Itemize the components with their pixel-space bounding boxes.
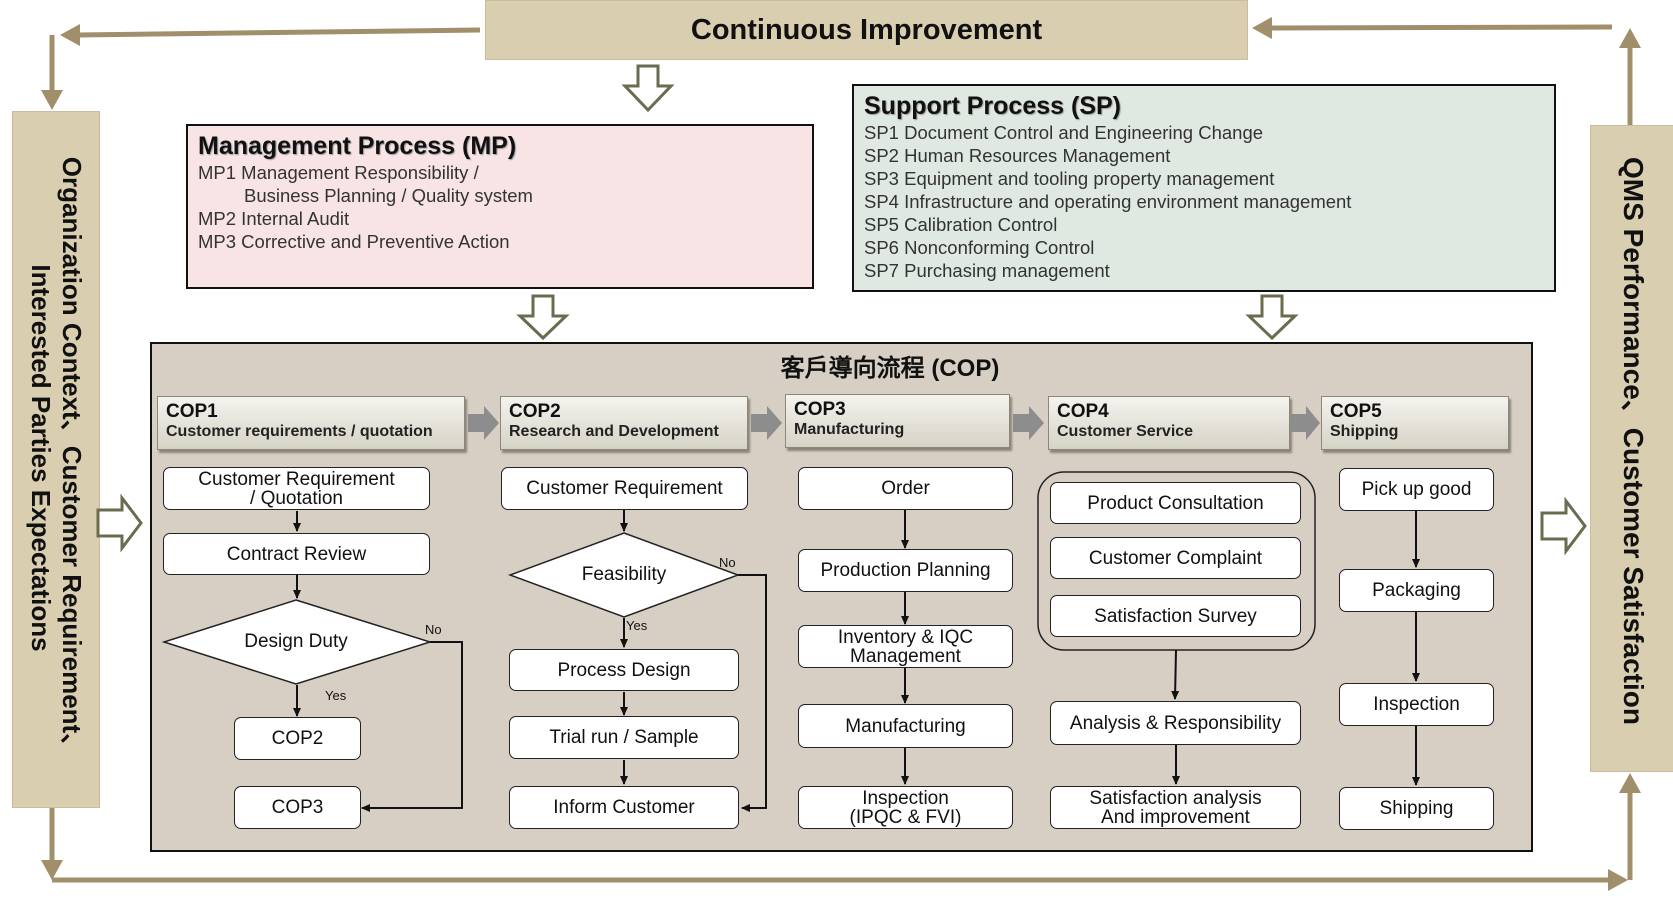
sp-item: SP4 Infrastructure and operating environ… [864, 191, 1352, 212]
stage-code: COP4 [1057, 401, 1109, 422]
sp-item: SP1 Document Control and Engineering Cha… [864, 122, 1264, 143]
pick-up-label: Pick up good [1361, 479, 1472, 500]
req-quotation-line1: Customer Requirement [198, 468, 395, 490]
cop2-box: COP2 [234, 717, 361, 760]
hollow-arrows [96, 64, 1587, 556]
management-process-box: Management Process (MP) MP1 Management R… [186, 124, 814, 289]
inform-customer-label: Inform Customer [553, 797, 695, 818]
inspection-box: Inspection [1339, 683, 1494, 726]
product-consultation-box: Product Consultation [1050, 482, 1301, 524]
shipping-label: Shipping [1379, 798, 1454, 819]
cop3-label: COP3 [271, 797, 324, 818]
inspection-ipqc-box: Inspection (IPQC & FVI) [798, 786, 1013, 829]
sp-title: Support Process (SP) [864, 92, 1121, 120]
sp-item: SP5 Calibration Control [864, 214, 1058, 235]
stage-header-cop1: COP1 Customer requirements / quotation [157, 396, 465, 450]
design-duty-no-label: No [425, 622, 442, 637]
mp-item: Business Planning / Quality system [244, 185, 533, 206]
stage-header-cop5: COP5 Shipping [1321, 396, 1509, 450]
feasibility-label: Feasibility [581, 564, 667, 585]
feasibility-no-label: No [719, 555, 736, 570]
process-design-label: Process Design [557, 659, 691, 681]
process-design-box: Process Design [509, 649, 739, 691]
satisfaction-survey-box: Satisfaction Survey [1050, 595, 1301, 637]
customer-complaint-label: Customer Complaint [1088, 547, 1263, 569]
cop2-label: COP2 [271, 728, 324, 749]
feasibility-yes-label: Yes [626, 618, 648, 633]
sat-line1: Satisfaction analysis [1089, 787, 1262, 809]
cop4-group [1037, 471, 1316, 651]
order-label: Order [881, 478, 930, 499]
analysis-label: Analysis & Responsibility [1069, 712, 1282, 734]
production-planning-label: Production Planning [820, 560, 991, 581]
analysis-responsibility-box: Analysis & Responsibility [1050, 701, 1301, 745]
inform-customer-box: Inform Customer [509, 786, 739, 829]
production-planning-box: Production Planning [798, 549, 1013, 592]
inspection-line1: Inspection [862, 787, 949, 809]
stage-code: COP5 [1330, 401, 1382, 422]
feasibility-diamond [507, 532, 741, 618]
mp-title: Management Process (MP) [198, 132, 517, 160]
stage-name: Manufacturing [794, 421, 905, 438]
cop-title: 客戶導向流程 (COP) [780, 355, 1000, 382]
stage-name: Research and Development [509, 423, 719, 440]
mp-item: MP1 Management Responsibility / [198, 162, 479, 183]
stage-connector-arrows [468, 406, 1320, 440]
contract-review-label: Contract Review [226, 543, 367, 565]
trial-run-box: Trial run / Sample [509, 716, 739, 759]
shipping-box: Shipping [1339, 787, 1494, 830]
satisfaction-analysis-box: Satisfaction analysis And improvement [1050, 786, 1301, 829]
support-process-box: Support Process (SP) SP1 Document Contro… [852, 84, 1556, 292]
stage-name: Customer Service [1057, 423, 1194, 440]
left-banner: Organization Context、Customer Requiremen… [12, 111, 100, 808]
inventory-line1: Inventory & IQC [837, 626, 974, 648]
customer-complaint-box: Customer Complaint [1050, 537, 1301, 579]
stage-name: Shipping [1330, 423, 1399, 440]
order-box: Order [798, 467, 1013, 510]
design-duty-diamond [161, 599, 433, 685]
satisfaction-survey-label: Satisfaction Survey [1094, 605, 1257, 627]
customer-requirement-quotation-box: Customer Requirement / Quotation [163, 467, 430, 510]
sp-item: SP7 Purchasing management [864, 260, 1110, 281]
stage-header-cop3: COP3 Manufacturing [785, 394, 1010, 448]
inventory-line2: Management [850, 645, 961, 667]
design-duty-yes-label: Yes [325, 688, 347, 703]
stage-code: COP1 [166, 401, 218, 422]
stage-code: COP3 [794, 399, 846, 420]
mp-item: MP2 Internal Audit [198, 208, 350, 229]
sat-line2: And improvement [1101, 806, 1250, 828]
pick-up-good-box: Pick up good [1339, 468, 1494, 511]
packaging-label: Packaging [1372, 580, 1461, 601]
mp-item: MP3 Corrective and Preventive Action [198, 231, 510, 252]
stage-code: COP2 [509, 401, 561, 422]
product-consultation-label: Product Consultation [1087, 492, 1264, 514]
customer-requirement-label: Customer Requirement [526, 478, 723, 499]
stage-header-cop2: COP2 Research and Development [500, 396, 748, 450]
right-banner: QMS Performance、Customer Satisfaction [1590, 125, 1673, 772]
customer-requirement-box: Customer Requirement [501, 467, 748, 510]
continuous-improvement-banner: Continuous Improvement [485, 0, 1248, 60]
cop3-box: COP3 [234, 786, 361, 829]
sp-item: SP6 Nonconforming Control [864, 237, 1095, 258]
flow-connectors [293, 510, 1420, 812]
design-duty-label: Design Duty [244, 631, 348, 652]
trial-run-label: Trial run / Sample [549, 727, 699, 748]
outer-loop-arrows [41, 17, 1641, 891]
manufacturing-label: Manufacturing [845, 715, 966, 737]
inspection-line2: (IPQC & FVI) [849, 806, 962, 828]
inspection-label: Inspection [1373, 694, 1460, 715]
packaging-box: Packaging [1339, 569, 1494, 612]
manufacturing-box: Manufacturing [798, 704, 1013, 748]
sp-item: SP3 Equipment and tooling property manag… [864, 168, 1275, 189]
sp-item: SP2 Human Resources Management [864, 145, 1171, 166]
stage-name: Customer requirements / quotation [166, 423, 433, 440]
inventory-iqc-box: Inventory & IQC Management [798, 625, 1013, 668]
req-quotation-line2: / Quotation [250, 487, 343, 509]
contract-review-box: Contract Review [163, 533, 430, 575]
stage-header-cop4: COP4 Customer Service [1048, 396, 1290, 450]
